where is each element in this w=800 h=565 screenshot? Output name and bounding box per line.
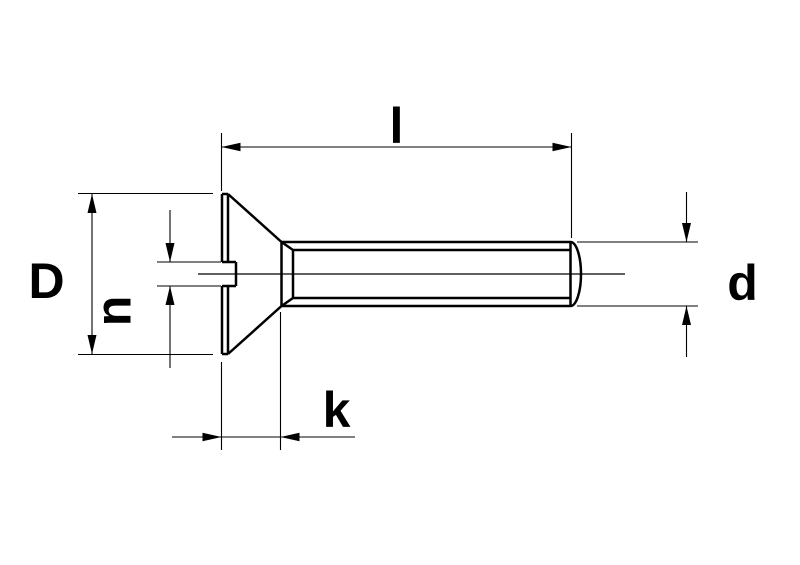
d-arrowhead-top xyxy=(682,223,691,242)
dimension-head-diameter: D xyxy=(28,192,213,356)
d-arrowhead-bottom xyxy=(682,306,691,325)
dimension-thread-diameter: d xyxy=(577,192,758,357)
n-label: n xyxy=(86,296,142,327)
l-arrowhead-right xyxy=(552,142,572,152)
l-label: l xyxy=(390,98,404,154)
dimension-slot-width: n xyxy=(86,210,221,368)
k-label: k xyxy=(323,382,351,438)
dimension-head-height: k xyxy=(172,312,355,450)
D-arrowhead-top xyxy=(87,194,97,213)
k-arrowhead-right xyxy=(280,432,300,442)
d-label: d xyxy=(727,255,758,311)
dimension-length: l xyxy=(220,98,573,238)
l-arrowhead-left xyxy=(221,142,241,152)
D-label: D xyxy=(28,253,64,309)
n-arrowhead-bottom xyxy=(165,286,175,305)
screw-head-outline xyxy=(220,192,283,356)
D-arrowhead-bottom xyxy=(87,335,97,354)
k-arrowhead-left xyxy=(202,432,222,442)
n-arrowhead-top xyxy=(165,243,175,262)
